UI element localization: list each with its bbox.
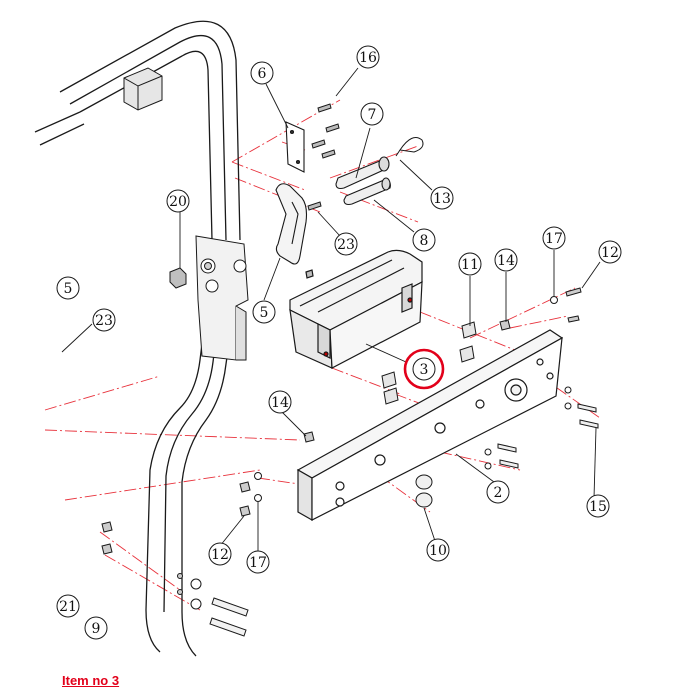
callout-label: 16 [359,50,377,66]
roll-bar-frame [34,20,241,657]
callout-circle [252,300,276,324]
bracket-fasteners [239,287,599,517]
callout-8: 8 [412,228,436,252]
spacers-11 [381,321,477,405]
callout-label: 21 [59,599,77,615]
callout-12: 12 [208,542,232,566]
hinge-plate [195,235,249,361]
callout-2: 2 [486,480,510,504]
callout-circle [84,616,108,640]
callout-10: 10 [426,538,450,562]
callout-label: 8 [420,233,429,249]
highlight-ring [403,348,445,390]
callout-label: 11 [461,257,479,273]
callout-21: 21 [56,594,80,618]
callout-label: 2 [494,485,503,501]
callout-circle [268,390,292,414]
centerlines [44,99,601,611]
callout-15: 15 [586,494,610,518]
callout-9: 9 [84,616,108,640]
callout-circle [412,228,436,252]
callout-circle [598,240,622,264]
callout-label: 3 [420,362,429,378]
callout-circle [56,276,80,300]
callout-6: 6 [250,61,274,85]
callout-label: 10 [429,543,447,559]
callout-circle [334,232,358,256]
callout-circle [360,102,384,126]
callout-circle [486,480,510,504]
callout-label: 12 [211,547,229,563]
pins-7-8 [335,156,391,206]
callout-circle [356,45,380,69]
callout-label: 17 [545,231,563,247]
screws-16 [307,103,340,211]
tool-box [289,249,423,369]
callout-17: 17 [246,550,270,574]
callout-13: 13 [430,186,454,210]
callout-label: 12 [601,245,619,261]
r-clip [395,137,424,157]
mounting-bracket [296,329,564,522]
callout-label: 15 [589,499,607,515]
callout-label: 14 [271,395,289,411]
callout-label: 14 [497,253,515,269]
callout-label: 5 [64,281,73,297]
callout-circle [426,538,450,562]
grab-handle [275,183,308,265]
callout-23: 23 [334,232,358,256]
callout-11: 11 [458,252,482,276]
callout-5: 5 [252,300,276,324]
callout-circle [250,61,274,85]
callout-label: 23 [95,313,113,329]
top-bracket [123,67,163,111]
leader-lines [61,67,601,552]
callouts: 16 6 7 13 8 20 23 5 5 23 11 14 17 12 3 14 2 15 10 12 17 9 21 [56,45,622,640]
callout-12: 12 [598,240,622,264]
callout-label: 20 [169,194,187,210]
callout-14: 14 [494,248,518,272]
callout-label: 5 [260,305,269,321]
item-caption: Item no 3 [62,673,120,688]
callout-circle [494,248,518,272]
grommets-10 [415,474,433,508]
callout-23: 23 [92,308,116,332]
callout-circle [92,308,116,332]
cover-plate [285,121,305,173]
callout-label: 6 [258,66,267,82]
callout-16: 16 [356,45,380,69]
callout-5: 5 [56,276,80,300]
callout-17: 17 [542,226,566,250]
callout-label: 23 [337,237,355,253]
callout-label: 13 [433,191,451,207]
callout-label: 7 [368,107,377,123]
callout-circle [166,189,190,213]
callout-circle [542,226,566,250]
callout-circle [430,186,454,210]
callout-circle [246,550,270,574]
callout-7: 7 [360,102,384,126]
callout-3: 3 [412,357,436,381]
lower-frame-hardware [101,521,249,637]
bolt-20 [169,267,187,289]
callout-20: 20 [166,189,190,213]
callout-14: 14 [268,390,292,414]
callout-label: 9 [92,621,101,637]
callout-circle [56,594,80,618]
callout-label: 17 [249,555,267,571]
callout-circle [412,357,436,381]
callout-circle [586,494,610,518]
callout-circle [458,252,482,276]
callout-circle [208,542,232,566]
